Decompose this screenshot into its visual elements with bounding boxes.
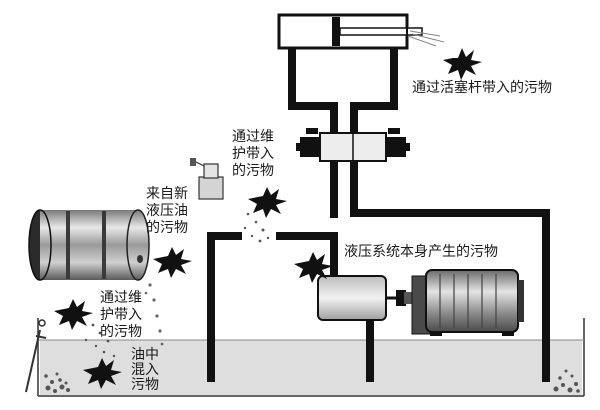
oil-barrel: [28, 209, 150, 281]
label-line: 污物: [131, 377, 159, 393]
oil-level: [40, 340, 582, 395]
label-line: 混入: [131, 362, 159, 378]
label-piston-rod-contaminants: 通过活塞杆带入的污物: [412, 80, 552, 96]
maintenance-oil-can: [190, 158, 224, 200]
sediment-right: [553, 369, 580, 393]
label-line: 护带入: [232, 146, 274, 162]
hydraulic-cylinder: [277, 13, 445, 134]
piston-rod: [339, 27, 423, 36]
burst-can: [248, 187, 287, 218]
burst-system: [294, 252, 333, 283]
label-maintenance-top: 通过维 护带入 的污物: [232, 129, 274, 180]
label-line: 液压油: [146, 203, 188, 219]
falling-debris: [243, 212, 270, 243]
label-line: 的污物: [146, 220, 188, 236]
label-line: 的污物: [232, 163, 274, 179]
label-line: 来自新: [146, 186, 188, 202]
cylinder-line-left: [288, 48, 338, 134]
suction-pipe-left: [207, 232, 242, 382]
suction-pipe-right: [276, 232, 338, 276]
label-line: 通过维: [100, 290, 142, 306]
debris-left: [84, 323, 116, 358]
label-maintenance-left: 通过维 护带入 的污物: [100, 290, 142, 341]
rod-streaks: [407, 30, 445, 47]
dipstick: [25, 319, 47, 393]
sediment-left: [44, 372, 70, 393]
label-new-oil: 来自新 液压油 的污物: [146, 186, 188, 237]
label-line: 护带入: [100, 307, 142, 323]
oil-drips: [144, 283, 164, 346]
label-line: 通过维: [232, 129, 274, 145]
directional-valve: [296, 128, 410, 162]
label-line: 油中: [131, 347, 159, 363]
electric-motor: [411, 269, 524, 336]
piston: [332, 17, 340, 46]
cylinder-line-right: [350, 48, 398, 134]
burst-barrel: [153, 247, 192, 278]
burst-maintenance-left: [54, 299, 93, 330]
label-oil-mixed: 油中 混入 污物: [131, 348, 159, 393]
burst-rod: [443, 48, 482, 80]
label-system-generated: 液压系统本身产生的污物: [344, 244, 498, 260]
contamination-bursts: [54, 48, 482, 389]
burst-oil: [83, 358, 122, 389]
return-pipe: [350, 160, 550, 382]
label-line: 的污物: [100, 324, 142, 340]
pump: [317, 275, 412, 321]
hydraulic-pipes: [207, 160, 550, 382]
oil-tank: [37, 318, 585, 397]
